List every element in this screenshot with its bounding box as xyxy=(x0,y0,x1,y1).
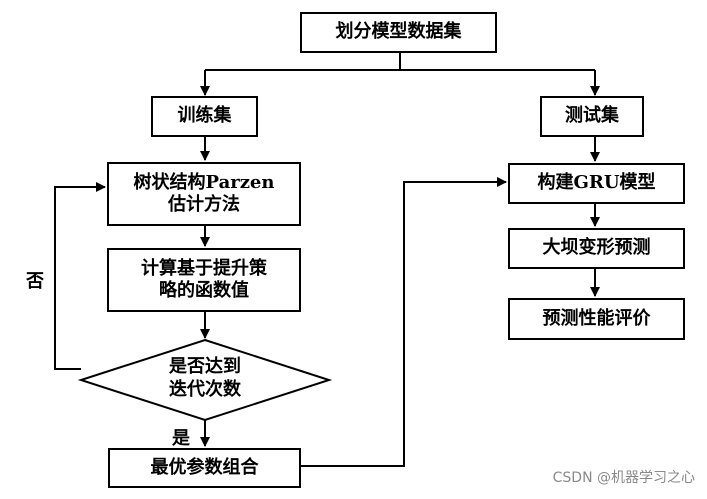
arrow-best-to-gru xyxy=(301,177,507,467)
root-node-label: 划分模型数据集 xyxy=(335,21,462,43)
parzen-line1: 树状结构Parzen xyxy=(133,171,275,193)
test-set-label: 测试集 xyxy=(565,105,619,127)
decision-text: 是否达到 迭代次数 xyxy=(121,356,289,401)
calc-line2: 略的函数值 xyxy=(159,280,249,301)
root-node: 划分模型数据集 xyxy=(300,12,497,53)
decision-line2: 迭代次数 xyxy=(169,378,241,400)
build-gru-label: 构建GRU模型 xyxy=(537,172,656,194)
build-gru-node: 构建GRU模型 xyxy=(508,163,685,204)
predict-label: 大坝变形预测 xyxy=(542,237,651,259)
evaluate-node: 预测性能评价 xyxy=(508,298,685,340)
watermark: CSDN @机器学习之心 xyxy=(552,470,695,486)
decision-line1: 是否达到 xyxy=(169,356,241,377)
train-set-label: 训练集 xyxy=(177,105,232,127)
calc-node: 计算基于提升策 略的函数值 xyxy=(107,248,301,312)
feedback-loop-no xyxy=(54,182,106,370)
test-set-node: 测试集 xyxy=(540,96,644,137)
calc-line1: 计算基于提升策 xyxy=(141,257,267,279)
train-set-node: 训练集 xyxy=(151,96,258,137)
evaluate-label: 预测性能评价 xyxy=(542,307,651,329)
best-params-label: 最优参数组合 xyxy=(150,456,259,478)
no-label: 否 xyxy=(26,271,44,292)
predict-node: 大坝变形预测 xyxy=(508,228,685,269)
yes-label: 是 xyxy=(172,428,190,449)
parzen-node: 树状结构Parzen 估计方法 xyxy=(107,162,301,226)
parzen-line2: 估计方法 xyxy=(168,194,240,215)
decision-diamond xyxy=(77,338,333,422)
best-params-node: 最优参数组合 xyxy=(108,448,301,488)
